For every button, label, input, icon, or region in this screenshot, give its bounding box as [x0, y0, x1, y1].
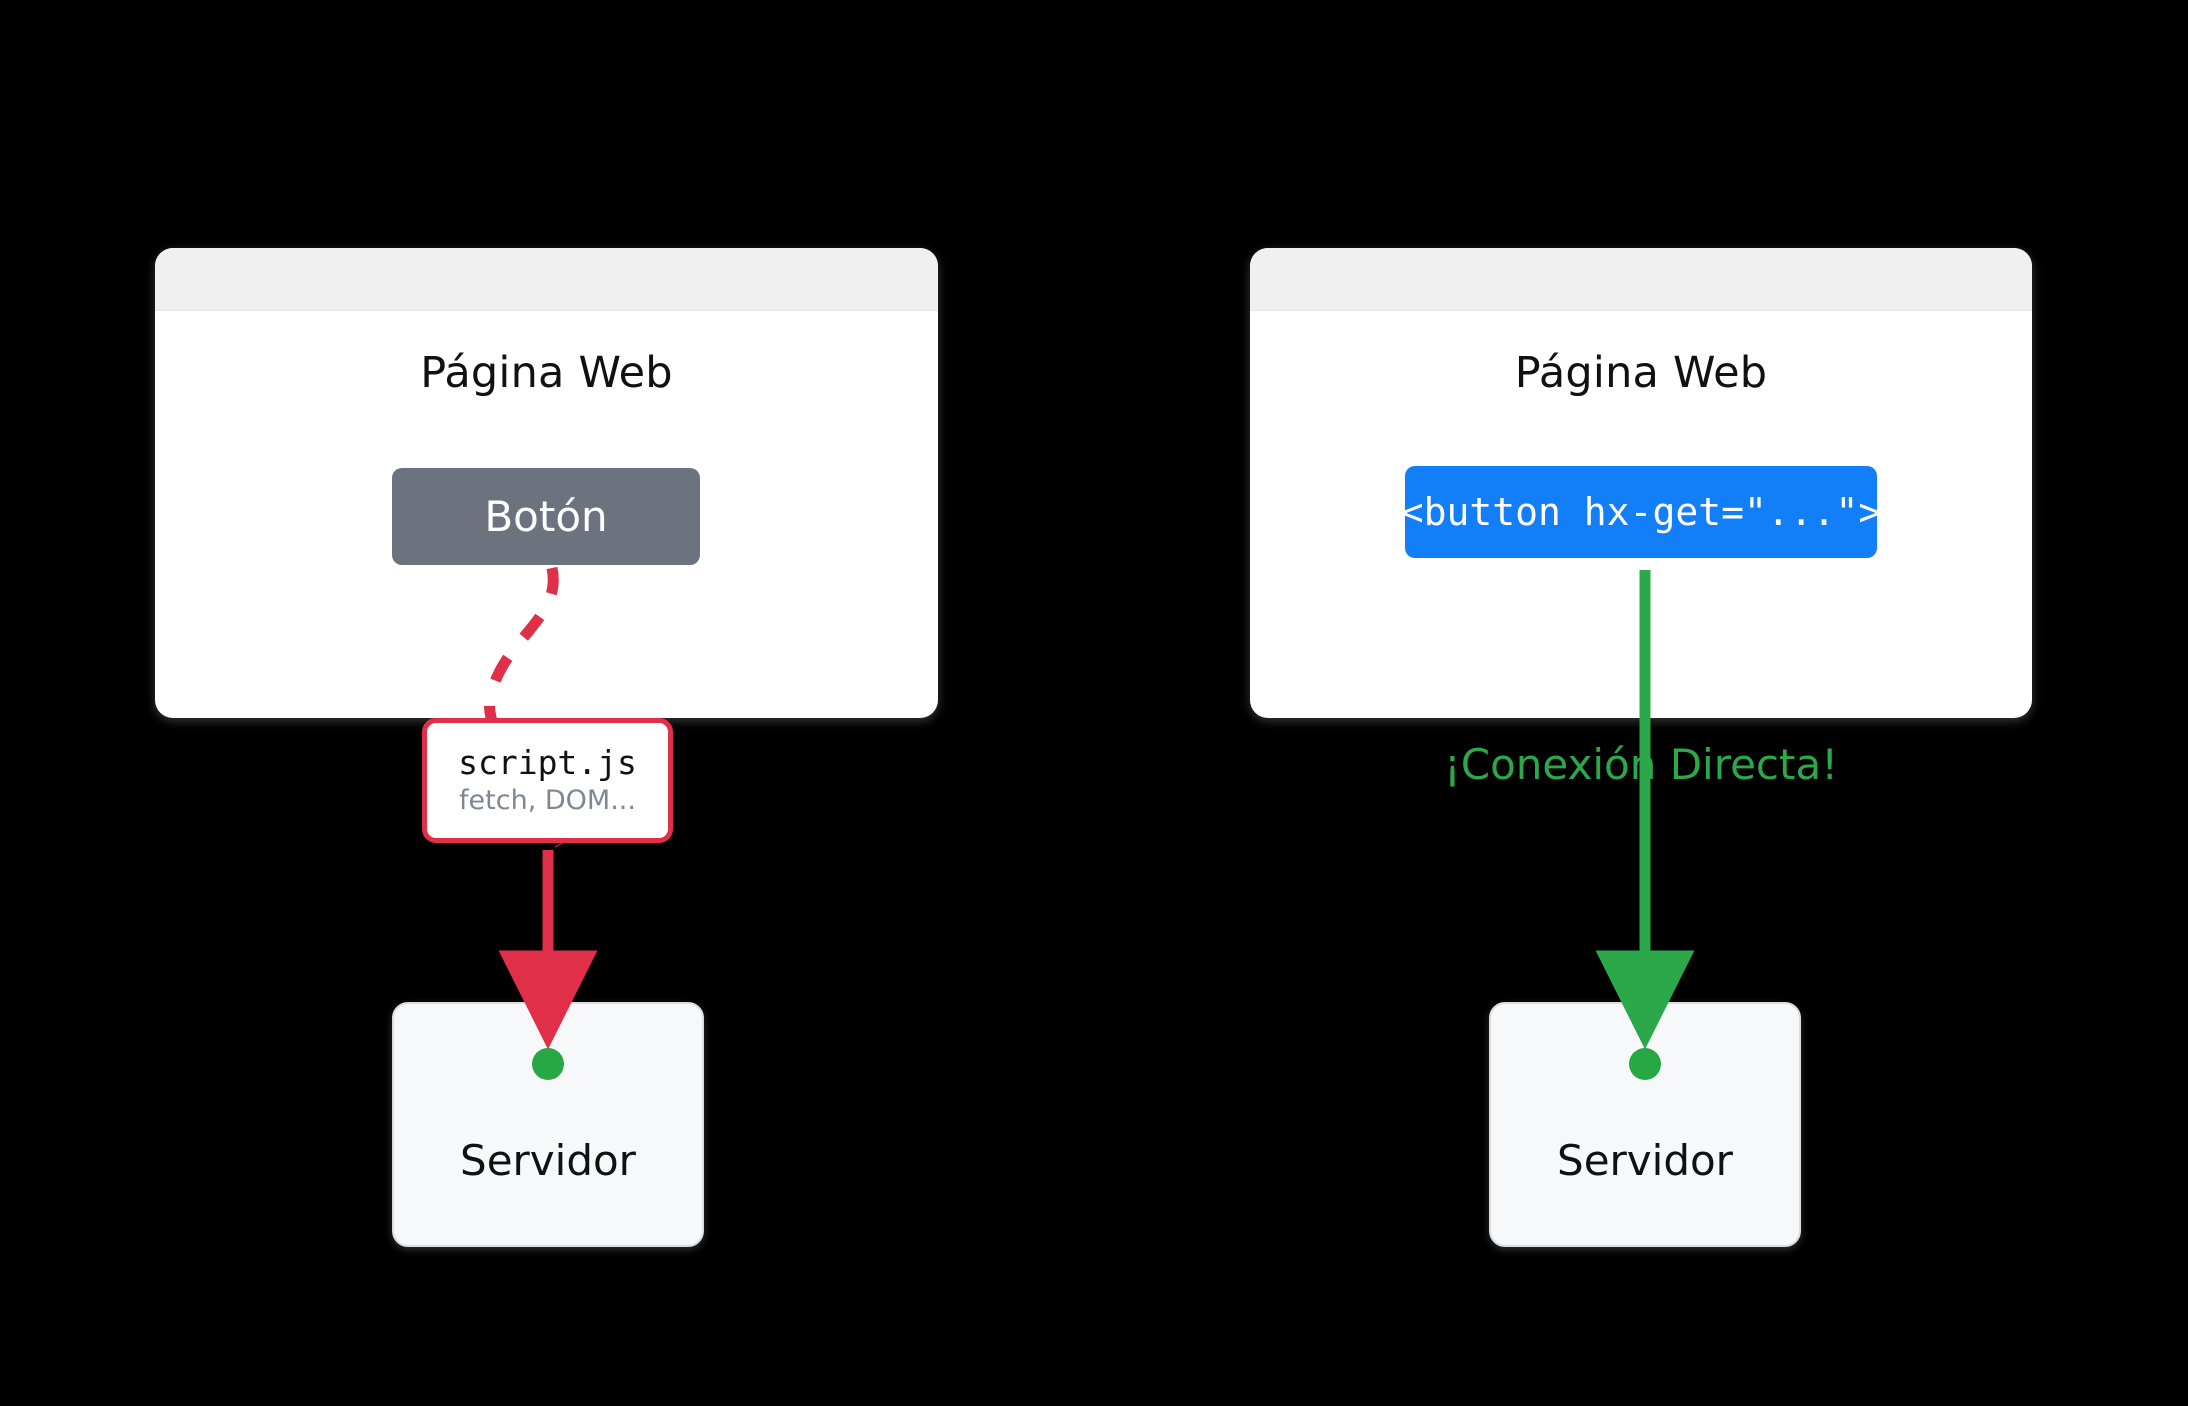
script-js-callout: script.js fetch, DOM... — [422, 718, 673, 843]
direct-connection-label: ¡Conexión Directa! — [1443, 740, 1839, 789]
server-box-right: Servidor — [1489, 1002, 1801, 1247]
browser-window-right: Página Web <button hx-get="..."> — [1250, 248, 2032, 718]
htmx-button-code[interactable]: <button hx-get="..."> — [1401, 466, 1881, 558]
boton-button[interactable]: Botón — [392, 468, 700, 565]
browser-chrome-bar-right — [1250, 248, 2032, 311]
server-status-dot-icon — [1629, 1048, 1661, 1080]
server-label-right: Servidor — [1557, 1136, 1733, 1185]
server-label-left: Servidor — [460, 1136, 636, 1185]
page-title-left: Página Web — [420, 348, 673, 398]
script-filename-label: script.js — [458, 743, 637, 782]
server-status-dot-icon — [532, 1048, 564, 1080]
script-description-label: fetch, DOM... — [459, 784, 636, 816]
browser-chrome-bar-left — [155, 248, 938, 311]
page-title-right: Página Web — [1514, 348, 1768, 398]
browser-window-left: Página Web Botón — [155, 248, 938, 718]
server-box-left: Servidor — [392, 1002, 704, 1247]
